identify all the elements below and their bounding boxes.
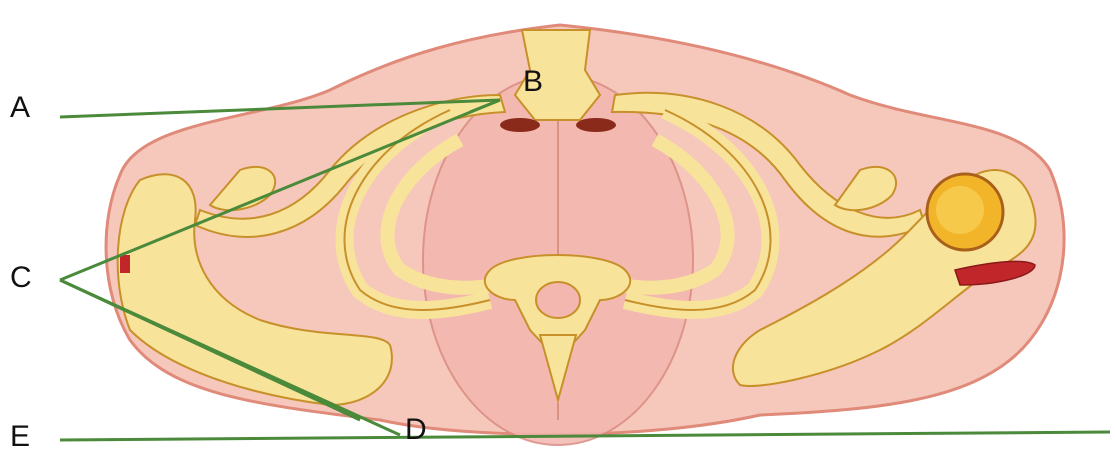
label-b: B xyxy=(523,67,543,97)
label-c: C xyxy=(10,263,32,293)
humeral-head-highlight xyxy=(936,186,984,234)
sternal-notch-left xyxy=(500,118,540,132)
sternal-notch-right xyxy=(576,118,616,132)
label-d: D xyxy=(405,415,427,445)
label-a: A xyxy=(10,93,30,123)
left-red-mark xyxy=(120,255,130,273)
